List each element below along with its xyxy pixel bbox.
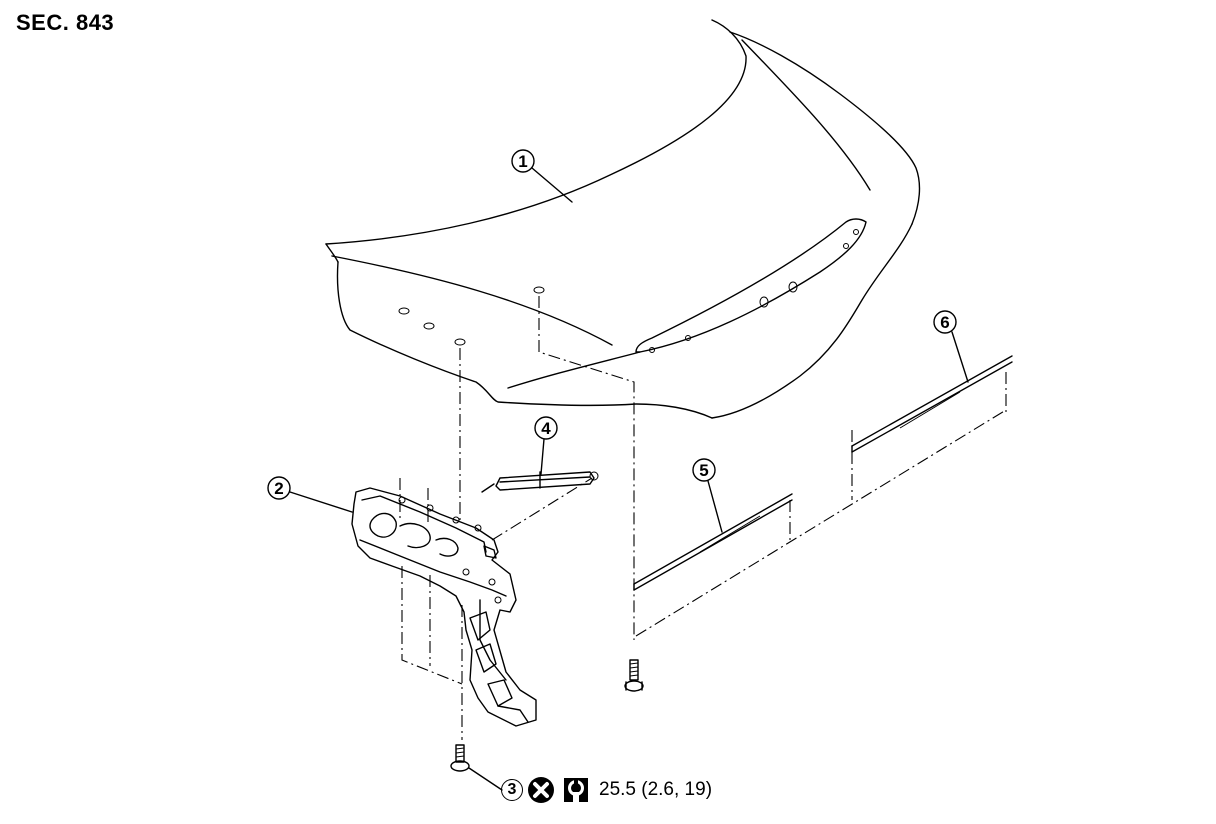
weatherstrip-right bbox=[851, 355, 1013, 453]
torque-value: 25.5 (2.6, 19) bbox=[599, 779, 713, 800]
torque-wrench-icon bbox=[563, 777, 589, 803]
callout-5: 5 bbox=[692, 458, 723, 533]
callout-1-label: 1 bbox=[518, 152, 527, 171]
section-title: SEC. 843 bbox=[16, 10, 115, 35]
callout-3 bbox=[468, 767, 503, 791]
gas-stay bbox=[481, 471, 599, 493]
callout-2-label: 2 bbox=[274, 479, 283, 498]
callout-6-label: 6 bbox=[940, 313, 949, 332]
callout-3-badge: 3 bbox=[501, 779, 523, 801]
legend-row: 3 25.5 (2.6, 19) bbox=[501, 776, 712, 804]
callout-1: 1 bbox=[511, 149, 573, 203]
trunk-lid-hinge bbox=[351, 487, 537, 727]
trunk-lid bbox=[325, 19, 921, 419]
x-circle-icon bbox=[527, 776, 555, 804]
callout-4-label: 4 bbox=[541, 419, 551, 438]
assembly-lines bbox=[399, 296, 1007, 740]
bolt-weatherstrip bbox=[624, 659, 644, 692]
callout-2: 2 bbox=[267, 476, 353, 513]
callout-6: 6 bbox=[933, 310, 969, 383]
callout-3-label: 3 bbox=[507, 781, 517, 798]
callout-5-label: 5 bbox=[699, 461, 708, 480]
bolt-lower-left bbox=[450, 744, 470, 772]
weatherstrip-left bbox=[633, 493, 793, 591]
callout-4: 4 bbox=[534, 416, 558, 475]
